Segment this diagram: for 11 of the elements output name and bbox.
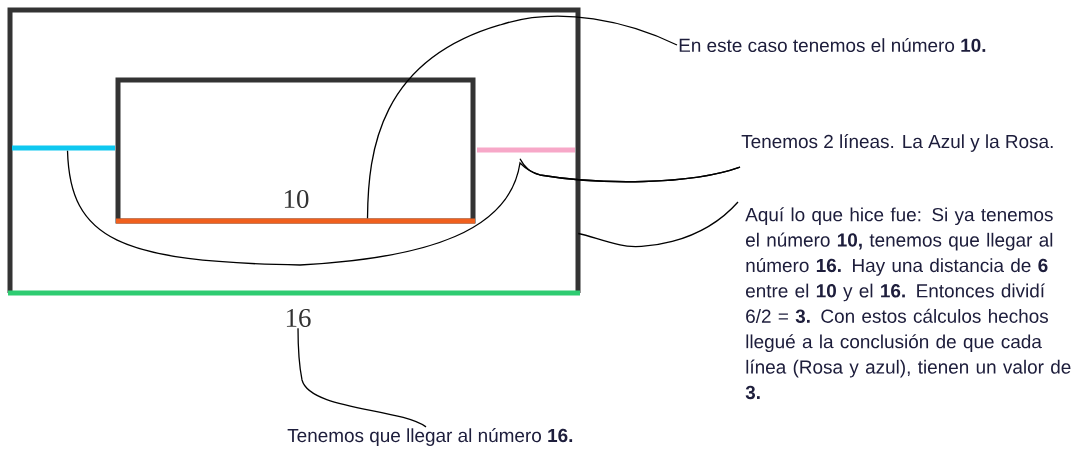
note-paragraph: Aquí lo que hice fue: Si ya tenemos el número 10, tenemos que llegar al número 16. Hay una distancia de 6 entre el 10 y el 16. Entonces dividí 6/2 = 3. Con estos cálculos hechos llegué a la conclusión de que cada línea (Rosa y azul), tienen un valor de 3.	[745, 207, 1071, 400]
number-label: 10	[284, 189, 309, 209]
note-text: Tenemos que llegar al número 16.	[287, 428, 573, 446]
note-text: Tenemos 2 líneas. La Azul y la Rosa.	[741, 134, 1053, 152]
leader-line	[577, 201, 739, 248]
rectangle	[7, 7, 581, 296]
leader-line	[366, 15, 678, 219]
note-text: En este caso tenemos el número 10.	[679, 37, 986, 53]
number-label: 16	[286, 308, 311, 328]
leader-line	[66, 150, 741, 266]
leader-line	[297, 327, 427, 428]
